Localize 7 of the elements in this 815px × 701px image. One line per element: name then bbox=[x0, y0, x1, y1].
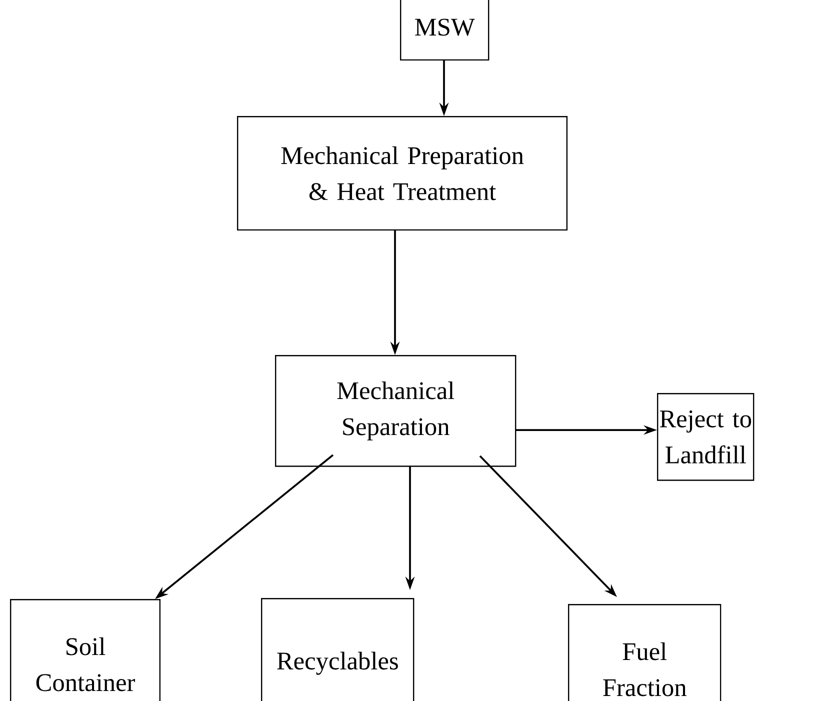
process-box: Fuel Fraction bbox=[568, 604, 722, 701]
process-box: Reject to Landfill bbox=[657, 393, 754, 481]
process-box: Soil Container bbox=[10, 599, 161, 701]
process-box: Mechanical Preparation & Heat Treatment bbox=[237, 116, 568, 231]
process-box: MSW bbox=[400, 0, 490, 61]
process-box: Mechanical Separation bbox=[275, 355, 516, 467]
process-box: Recyclables bbox=[261, 598, 414, 701]
